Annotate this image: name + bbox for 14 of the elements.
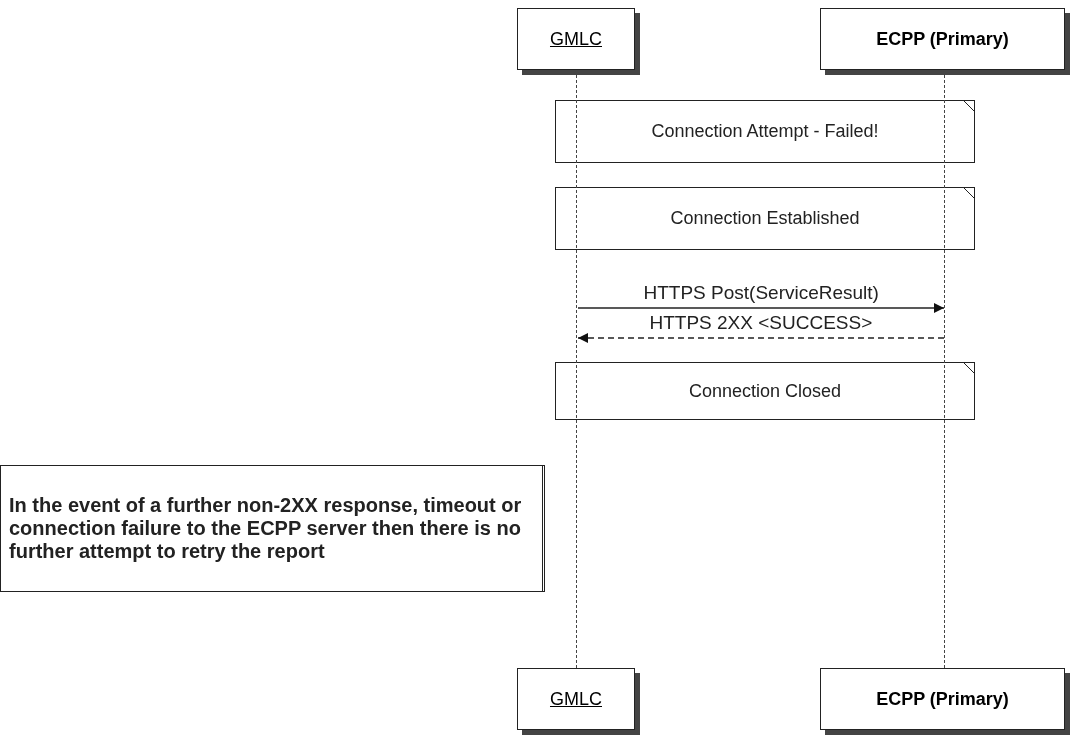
note-text: Connection Closed: [688, 380, 842, 402]
note-box: [0, 465, 545, 592]
note-text: In the event of a further non-2XX response, timeout or connection failure to the ECPP server then there is no further attempt to retry the report: [9, 494, 523, 563]
note-box: [555, 187, 975, 250]
message-arrow: [577, 333, 945, 343]
participant-name: GMLC: [550, 688, 602, 710]
note-box: [555, 100, 975, 163]
participant-name: ECPP (Primary): [876, 688, 1009, 710]
note-text: Connection Established: [670, 208, 860, 229]
message-arrow: [577, 303, 945, 313]
participant-name: ECPP (Primary): [876, 28, 1009, 50]
participant-name: GMLC: [550, 28, 602, 50]
note-box: [555, 362, 975, 420]
note-text: Connection Attempt - Failed!: [651, 121, 879, 142]
